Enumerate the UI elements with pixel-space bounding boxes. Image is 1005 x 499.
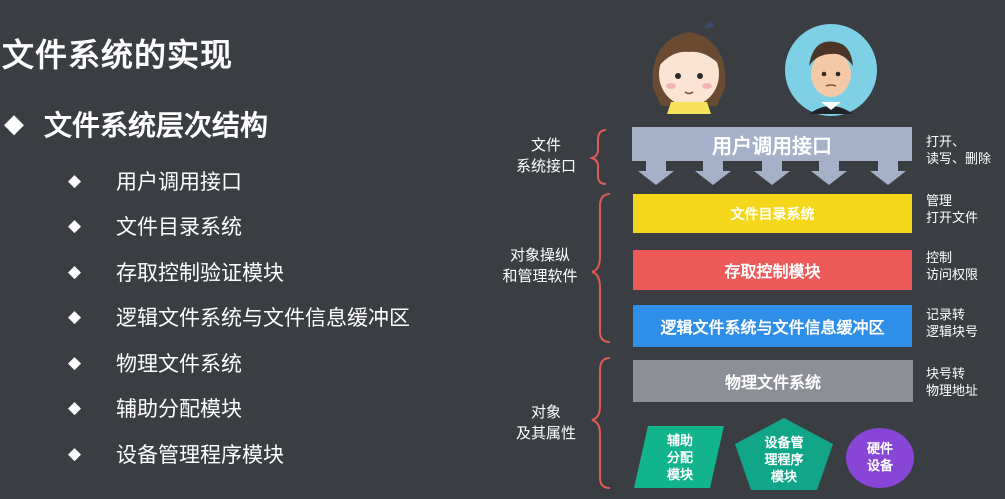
sub-bullet-text: 存取控制验证模块	[116, 260, 284, 285]
label-line: 文件	[530, 136, 561, 154]
ui-annotation: 打开、 读写、删除	[926, 134, 991, 168]
interface-brace-icon	[588, 129, 607, 185]
label-line: 系统接口	[515, 157, 576, 175]
diamond-bullet-icon: ◆	[68, 170, 82, 191]
device-module: 设备管 理程序 模块	[748, 432, 820, 488]
sub-bullet: ◆ 设备管理程序模块	[68, 431, 410, 477]
downward-arrows	[638, 161, 906, 185]
software-brace-icon	[591, 193, 611, 343]
pentagon-shape	[735, 418, 833, 490]
parallelogram-shape	[634, 426, 724, 488]
sub-bullet: ◆ 逻辑文件系统与文件信息缓冲区	[68, 295, 410, 341]
label-line: 和管理软件	[502, 267, 578, 285]
arrow-down-icon	[811, 161, 847, 185]
annotation-line: 访问权限	[926, 268, 979, 283]
annotation-line: 管理	[926, 194, 953, 209]
shape-text-line: 设备	[866, 459, 893, 474]
girl-avatar-icon	[647, 20, 731, 114]
arrow-down-icon	[870, 161, 906, 185]
avatars	[647, 20, 877, 116]
shape-text-line: 辅助	[666, 433, 693, 449]
shape-text-line: 模块	[770, 469, 797, 485]
user-interface-layer: 用户调用接口	[632, 127, 912, 161]
software-group-label: 对象操纵 和管理软件	[490, 245, 590, 287]
diamond-bullet-icon: ◆	[4, 109, 24, 139]
label-line: 对象操纵	[509, 246, 570, 264]
sub-bullet-text: 用户调用接口	[116, 169, 242, 194]
annotation-line: 打开、	[926, 135, 966, 150]
annotation-line: 物理地址	[926, 384, 979, 399]
logical-fs-layer: 逻辑文件系统与文件信息缓冲区	[633, 305, 912, 347]
annotation-line: 块号转	[926, 367, 966, 382]
diamond-bullet-icon: ◆	[68, 398, 82, 419]
arrow-down-icon	[754, 161, 790, 185]
annotation-line: 记录转	[926, 308, 966, 323]
group-braces	[588, 129, 611, 489]
label-line: 对象	[530, 403, 561, 421]
annotation-line: 逻辑块号	[926, 325, 979, 340]
dir-annotation: 管理 打开文件	[926, 193, 978, 227]
shape-text-line: 分配	[666, 450, 693, 466]
logical-annotation: 记录转 逻辑块号	[926, 307, 978, 341]
label-line: 及其属性	[515, 424, 576, 442]
shape-text-line: 设备管	[764, 435, 804, 451]
sub-bullet-text: 设备管理程序模块	[116, 442, 284, 467]
main-bullet-text: 文件系统层次结构	[44, 109, 269, 142]
sub-bullet: ◆ 存取控制验证模块	[68, 249, 410, 295]
sub-bullet: ◆ 文件目录系统	[68, 204, 410, 250]
physical-annotation: 块号转 物理地址	[926, 366, 978, 400]
sub-bullet-text: 物理文件系统	[116, 351, 242, 376]
layer-label: 用户调用接口	[712, 133, 832, 158]
diamond-bullet-icon: ◆	[68, 443, 82, 464]
boy-avatar-icon	[785, 24, 877, 116]
annotation-line: 控制	[926, 251, 953, 266]
arrow-down-icon	[695, 161, 731, 185]
sub-bullet: ◆ 用户调用接口	[68, 158, 410, 204]
interface-group-label: 文件 系统接口	[506, 135, 586, 177]
annotation-line: 读写、删除	[926, 152, 992, 167]
hardware-device: 硬件 设备	[846, 428, 914, 488]
layer-label: 物理文件系统	[724, 373, 821, 392]
shape-text-line: 硬件	[866, 442, 893, 457]
layer-label: 文件目录系统	[730, 206, 815, 223]
annotation-line: 打开文件	[926, 211, 979, 226]
directory-layer: 文件目录系统	[633, 194, 912, 233]
sub-bullet: ◆ 辅助分配模块	[68, 386, 410, 432]
main-bullet: ◆ 文件系统层次结构	[4, 104, 268, 144]
alloc-module: 辅助 分配 模块	[648, 430, 712, 486]
objects-group-label: 对象 及其属性	[506, 402, 586, 444]
arrow-down-icon	[638, 161, 674, 185]
sub-bullet-text: 辅助分配模块	[116, 397, 242, 422]
sub-bullet-list: ◆ 用户调用接口 ◆ 文件目录系统 ◆ 存取控制验证模块 ◆ 逻辑文件系统与文件信息缓冲…	[68, 158, 410, 477]
sub-bullet-text: 逻辑文件系统与文件信息缓冲区	[116, 306, 410, 331]
device-shape-bg	[735, 418, 833, 490]
diamond-bullet-icon: ◆	[68, 307, 82, 328]
layer-label: 逻辑文件系统与文件信息缓冲区	[660, 318, 885, 337]
shape-text-line: 理程序	[764, 452, 804, 468]
access-annotation: 控制 访问权限	[926, 250, 978, 284]
shape-text-line: 模块	[666, 467, 693, 483]
alloc-shape-bg	[634, 426, 724, 488]
diamond-bullet-icon: ◆	[68, 352, 82, 373]
diamond-bullet-icon: ◆	[68, 216, 82, 237]
slide-title: 文件系统的实现	[2, 36, 234, 74]
sub-bullet-text: 文件目录系统	[116, 215, 242, 240]
diamond-bullet-icon: ◆	[68, 261, 82, 282]
layer-label: 存取控制模块	[724, 262, 821, 281]
access-control-layer: 存取控制模块	[633, 250, 912, 290]
sub-bullet: ◆ 物理文件系统	[68, 340, 410, 386]
physical-fs-layer: 物理文件系统	[633, 360, 913, 402]
objects-brace-icon	[591, 357, 611, 489]
